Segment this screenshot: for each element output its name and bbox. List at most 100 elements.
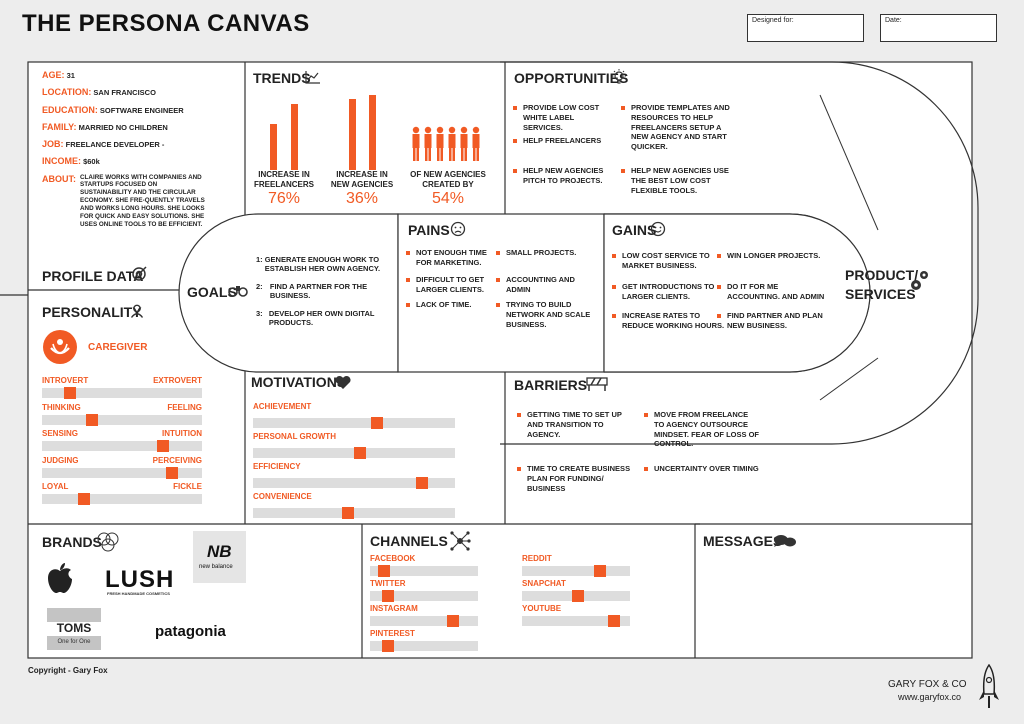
toms-logo: TOMS One for One	[47, 608, 101, 650]
motivation-slider-knob[interactable]	[353, 447, 366, 459]
barriers-heading: BARRIERS	[514, 377, 588, 393]
profile-age: AGE: 31	[42, 70, 75, 80]
person-icon	[130, 304, 144, 318]
pains-heading: PAINS	[408, 222, 450, 238]
trend-caption: INCREASE IN NEW AGENCIES	[330, 170, 394, 189]
channel-slider[interactable]	[522, 565, 630, 577]
page-title: THE PERSONA CANVAS	[22, 10, 310, 37]
channel-slider-knob[interactable]	[571, 590, 584, 602]
trait-right-label: INTUITION	[162, 429, 202, 438]
brands-heading: BRANDS	[42, 534, 102, 550]
barrier-item: TIME TO CREATE BUSINESS PLAN FOR FUNDING…	[517, 464, 632, 493]
trait-left-label: THINKING	[42, 402, 81, 412]
venn-icon	[97, 532, 119, 552]
pain-item: TRYING TO BUILD NETWORK AND SCALE BUSINE…	[496, 300, 594, 329]
designed-for-field[interactable]: Designed for:	[747, 14, 864, 42]
opportunities-heading: OPPORTUNITIES	[514, 70, 629, 86]
pain-item: LACK OF TIME.	[406, 300, 498, 310]
people-icon	[412, 126, 480, 161]
rocket-icon	[979, 664, 999, 708]
profile-education: EDUCATION: SOFTWARE ENGINEER	[42, 104, 184, 115]
barrier-item: UNCERTAINTY OVER TIMING	[644, 464, 774, 474]
channel-label: PINTEREST	[370, 629, 415, 638]
channel-label: REDDIT	[522, 554, 552, 563]
network-icon	[450, 531, 471, 551]
channel-slider[interactable]	[370, 565, 478, 577]
speech-bubbles-icon	[774, 535, 796, 547]
trait-left-label: JUDGING	[42, 455, 79, 465]
trait-slider-knob[interactable]	[86, 413, 99, 426]
channel-slider-knob[interactable]	[382, 640, 395, 652]
profile-location: LOCATION: SAN FRANCISCO	[42, 87, 156, 98]
channel-slider-knob[interactable]	[382, 590, 395, 602]
channel-slider[interactable]	[370, 615, 478, 627]
trait-slider-knob[interactable]	[166, 466, 179, 479]
designed-for-label: Designed for:	[752, 17, 794, 24]
company-name: GARY FOX & CO	[888, 679, 967, 690]
trait-slider[interactable]	[42, 413, 202, 426]
pain-item: NOT ENOUGH TIME FOR MARKETING.	[406, 248, 498, 268]
archetype-label: CAREGIVER	[88, 342, 148, 353]
gain-item: WIN LONGER PROJECTS.	[717, 251, 827, 261]
goal-item: 2:FIND A PARTNER FOR THE BUSINESS.	[256, 281, 368, 301]
gain-item: LOW COST SERVICE TO MARKET BUSINESS.	[612, 251, 717, 271]
apple-logo-icon	[48, 563, 72, 593]
channel-slider-knob[interactable]	[446, 615, 459, 627]
opportunity-item: PROVIDE LOW COST WHITE LABEL SERVICES.	[513, 103, 615, 132]
trait-slider-knob[interactable]	[64, 387, 77, 399]
trait-slider-knob[interactable]	[77, 493, 90, 505]
motivation-slider-knob[interactable]	[416, 477, 429, 489]
date-field[interactable]: Date:	[880, 14, 997, 42]
motivation-label: EFFICIENCY	[253, 462, 301, 471]
trait-left-label: LOYAL	[42, 482, 69, 491]
trait-slider-knob[interactable]	[157, 440, 170, 452]
profile-income: INCOME: $60k	[42, 156, 100, 167]
opportunity-item: HELP NEW AGENCIES PITCH TO PROJECTS.	[513, 166, 615, 186]
gain-item: GET INTRODUCTIONS TO LARGER CLIENTS.	[612, 282, 717, 302]
channel-slider-knob[interactable]	[377, 565, 390, 577]
trait-slider[interactable]	[42, 440, 202, 452]
trends-heading: TRENDS	[253, 70, 311, 86]
nb-mark-icon: NB	[207, 542, 232, 561]
new-balance-logo: NB new balance	[193, 531, 246, 583]
trend-value: 54%	[431, 190, 465, 207]
trend-value: 76%	[267, 190, 301, 207]
profile-about: ABOUT: CLAIRE WORKS WITH COMPANIES AND S…	[42, 173, 205, 228]
happy-face-icon	[650, 221, 666, 237]
channel-label: YOUTUBE	[522, 604, 562, 613]
messages-heading: MESSAGES	[703, 533, 783, 549]
channel-slider-knob[interactable]	[594, 565, 606, 577]
gain-item: INCREASE RATES TO REDUCE WORKING HOURS.	[612, 311, 727, 331]
company-url: www.garyfox.co	[898, 692, 962, 702]
motivation-slider-knob[interactable]	[342, 507, 355, 519]
channel-slider[interactable]	[370, 590, 478, 602]
trait-slider[interactable]	[42, 493, 202, 505]
channel-slider-knob[interactable]	[608, 615, 621, 627]
motivation-slider[interactable]	[253, 447, 455, 459]
personality-heading: PERSONALITY	[42, 304, 142, 320]
motivation-slider[interactable]	[253, 417, 455, 429]
trait-right-label: FICKLE	[173, 482, 202, 491]
lightbulb-icon	[612, 69, 626, 84]
channel-slider[interactable]	[522, 590, 630, 602]
motivation-label: ACHIEVEMENT	[253, 402, 312, 411]
motivation-slider-knob[interactable]	[370, 417, 383, 429]
profile-family: FAMILY: MARRIED NO CHILDREN	[42, 121, 168, 132]
channel-slider[interactable]	[370, 640, 478, 652]
date-label: Date:	[885, 17, 902, 24]
channel-slider[interactable]	[522, 615, 630, 627]
channel-label: INSTAGRAM	[370, 604, 418, 613]
product-services-heading: PRODUCT/ SERVICES	[845, 267, 919, 302]
patagonia-logo: patagonia	[155, 623, 226, 640]
trait-slider[interactable]	[42, 466, 202, 479]
channels-heading: CHANNELS	[370, 533, 448, 549]
motivation-slider[interactable]	[253, 507, 455, 519]
binoculars-icon	[228, 286, 248, 297]
motivation-slider[interactable]	[253, 477, 455, 489]
pain-item: ACCOUNTING AND ADMIN	[496, 275, 594, 295]
trend-caption: INCREASE IN FREELANCERS	[253, 170, 314, 189]
caregiver-icon	[43, 330, 77, 364]
sad-face-icon	[450, 221, 466, 237]
trait-slider[interactable]	[42, 387, 202, 399]
